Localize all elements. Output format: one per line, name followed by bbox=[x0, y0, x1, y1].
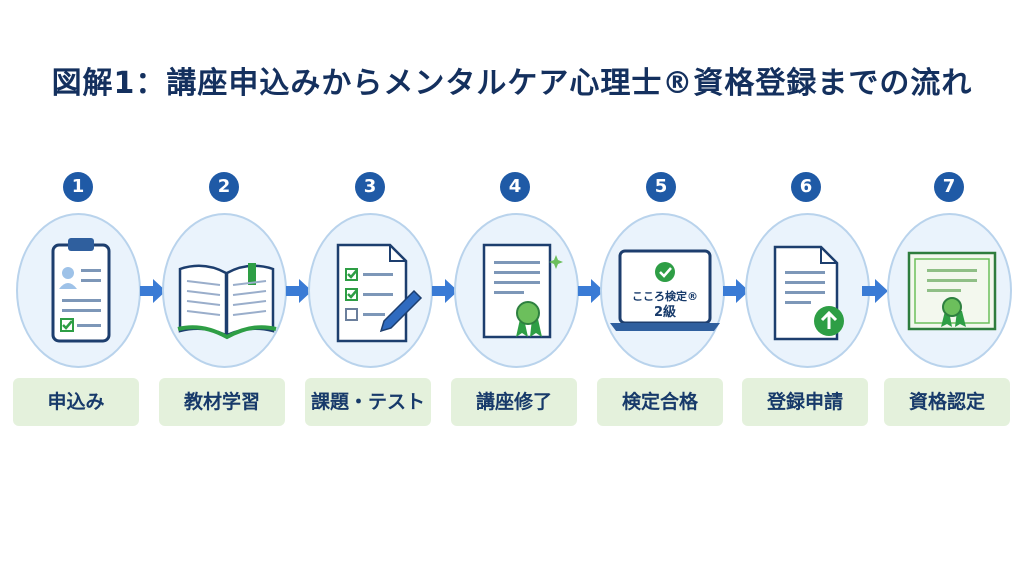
clipboard-application-icon bbox=[51, 238, 111, 343]
screen-text-line1: こころ検定® bbox=[632, 289, 698, 303]
step-3-icon-circle bbox=[308, 213, 433, 368]
arrow-right-icon bbox=[140, 279, 166, 303]
step-4-icon-circle bbox=[454, 213, 579, 368]
step-1-icon-circle bbox=[16, 213, 141, 368]
step-1-label: 申込み bbox=[13, 378, 139, 426]
document-upload-icon bbox=[773, 245, 844, 341]
step-5-label: 検定合格 bbox=[597, 378, 723, 426]
step-number-7: 7 bbox=[934, 172, 964, 202]
open-book-icon bbox=[177, 263, 277, 340]
step-6-icon-circle bbox=[745, 213, 870, 368]
step-3-label: 課題・テスト bbox=[305, 378, 431, 426]
arrow-right-icon bbox=[578, 279, 604, 303]
step-4-label: 講座修了 bbox=[451, 378, 577, 426]
arrow-right-icon bbox=[862, 279, 888, 303]
arrow-right-icon bbox=[286, 279, 312, 303]
step-2-label: 教材学習 bbox=[159, 378, 285, 426]
step-7-icon-circle bbox=[887, 213, 1012, 368]
step-number-4: 4 bbox=[500, 172, 530, 202]
step-number-6: 6 bbox=[791, 172, 821, 202]
step-2-icon-circle bbox=[162, 213, 287, 368]
step-number-1: 1 bbox=[63, 172, 93, 202]
arrow-right-icon bbox=[723, 279, 749, 303]
arrow-right-icon bbox=[432, 279, 458, 303]
screen-text-line2: 2級 bbox=[654, 304, 676, 320]
step-number-3: 3 bbox=[355, 172, 385, 202]
step-5-icon-circle: こころ検定® 2級 bbox=[600, 213, 725, 368]
page-title: 図解1：講座申込みからメンタルケア心理士®資格登録までの流れ bbox=[51, 66, 973, 101]
diploma-award-icon bbox=[907, 251, 997, 331]
step-7-label: 資格認定 bbox=[884, 378, 1010, 426]
step-number-2: 2 bbox=[209, 172, 239, 202]
checklist-pencil-icon bbox=[336, 243, 423, 343]
step-6-label: 登録申請 bbox=[742, 378, 868, 426]
step-number-5: 5 bbox=[646, 172, 676, 202]
laptop-exam-pass-icon: こころ検定® 2級 bbox=[610, 249, 720, 331]
certificate-ribbon-icon bbox=[482, 243, 563, 339]
